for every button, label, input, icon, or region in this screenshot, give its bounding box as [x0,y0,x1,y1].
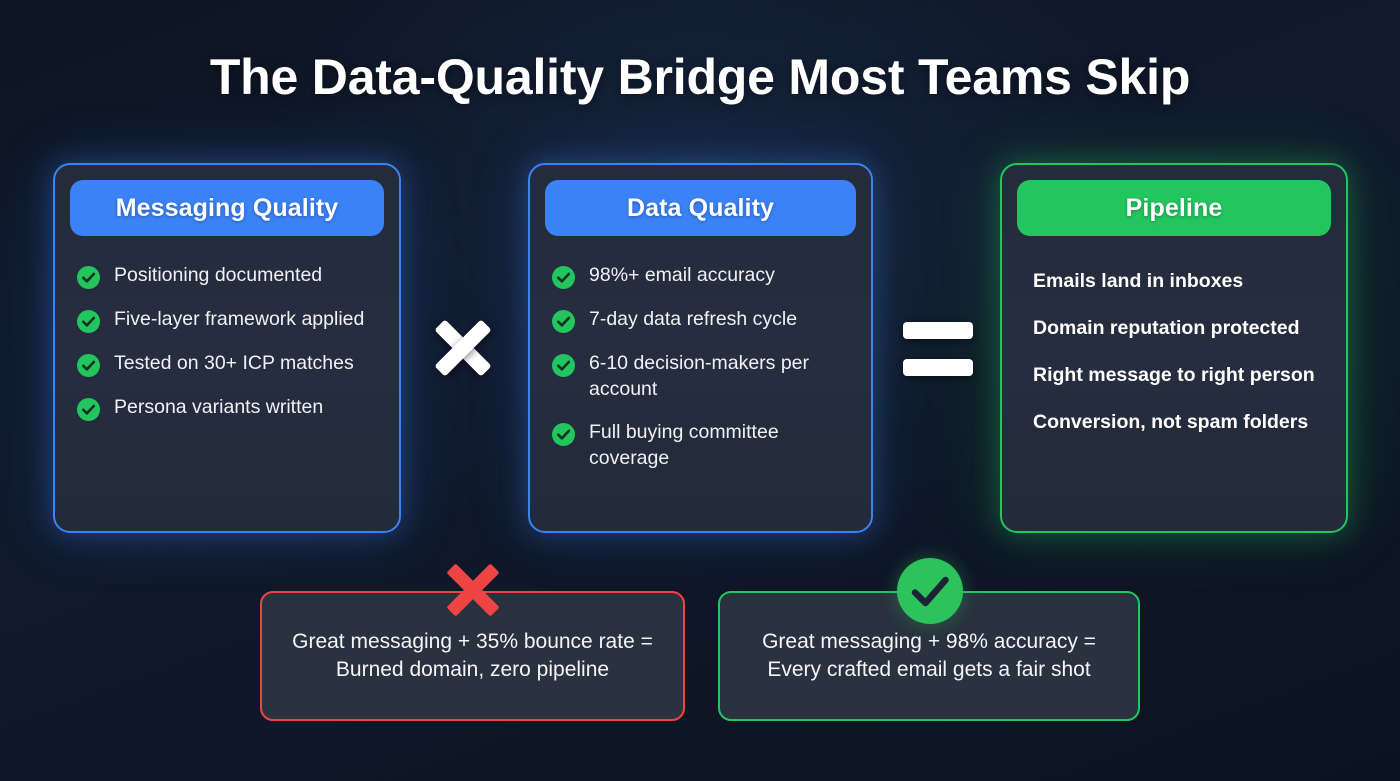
list-item: Positioning documented [77,262,377,289]
list-item-label: Five-layer framework applied [114,308,365,330]
equals-icon [903,322,973,376]
red-x-icon [442,559,504,621]
green-check-icon [897,558,963,624]
check-circle-icon [77,310,100,333]
list-item-label: Persona variants written [114,396,324,418]
page-title: The Data-Quality Bridge Most Teams Skip [209,49,1191,105]
list-item-label: Positioning documented [114,264,323,286]
check-circle-icon [77,354,100,377]
list-item-label: 7-day data refresh cycle [589,308,798,330]
list-item: 6-10 decision-makers per account [552,350,849,402]
list-item-label: Emails land in inboxes [1033,270,1244,292]
result-box-negative: Great messaging + 35% bounce rate = Burn… [260,591,685,721]
card-heading-pipeline: Pipeline [1017,180,1331,236]
list-item-label: 98%+ email accuracy [589,264,775,286]
checklist-messaging-quality: Positioning documented Five-layer framew… [70,262,384,421]
list-item: Five-layer framework applied [77,306,377,333]
outcome-list-pipeline: Emails land in inboxes Domain reputation… [1017,269,1331,435]
result-line-1: Great messaging + 35% bounce rate = [292,630,653,653]
card-messaging-quality: Messaging Quality Positioning documented… [53,163,401,533]
result-box-negative-text: Great messaging + 35% bounce rate = Burn… [292,628,653,684]
equals-stroke [903,359,973,376]
check-circle-icon [77,398,100,421]
check-circle-icon [552,266,575,289]
list-item-label: Domain reputation protected [1033,317,1300,339]
result-line-1: Great messaging + 98% accuracy = [762,630,1096,653]
result-line-2: Every crafted email gets a fair shot [767,658,1091,681]
list-item: Tested on 30+ ICP matches [77,350,377,377]
list-item: Persona variants written [77,394,377,421]
card-pipeline: Pipeline Emails land in inboxes Domain r… [1000,163,1348,533]
card-heading-messaging-quality: Messaging Quality [70,180,384,236]
multiply-icon [430,315,496,381]
card-data-quality: Data Quality 98%+ email accuracy 7-day d… [528,163,873,533]
comparison-card-row: Messaging Quality Positioning documented… [0,163,1400,533]
list-item: Domain reputation protected [1033,316,1315,341]
check-circle-icon [77,266,100,289]
check-circle-icon [552,354,575,377]
equals-stroke [903,322,973,339]
list-item: Emails land in inboxes [1033,269,1315,294]
check-circle-icon [552,423,575,446]
result-box-positive-text: Great messaging + 98% accuracy = Every c… [762,628,1096,684]
checklist-data-quality: 98%+ email accuracy 7-day data refresh c… [545,262,856,471]
list-item: 7-day data refresh cycle [552,306,849,333]
list-item-label: 6-10 decision-makers per account [589,352,810,400]
list-item-label: Full buying committee coverage [589,421,779,469]
list-item: Full buying committee coverage [552,419,849,471]
list-item: Right message to right person [1033,363,1315,388]
list-item: 98%+ email accuracy [552,262,849,289]
list-item-label: Right message to right person [1033,364,1315,386]
list-item-label: Tested on 30+ ICP matches [114,352,354,374]
check-circle-icon [552,310,575,333]
list-item-label: Conversion, not spam folders [1033,411,1309,433]
list-item: Conversion, not spam folders [1033,410,1315,435]
card-heading-data-quality: Data Quality [545,180,856,236]
result-line-2: Burned domain, zero pipeline [335,658,610,681]
